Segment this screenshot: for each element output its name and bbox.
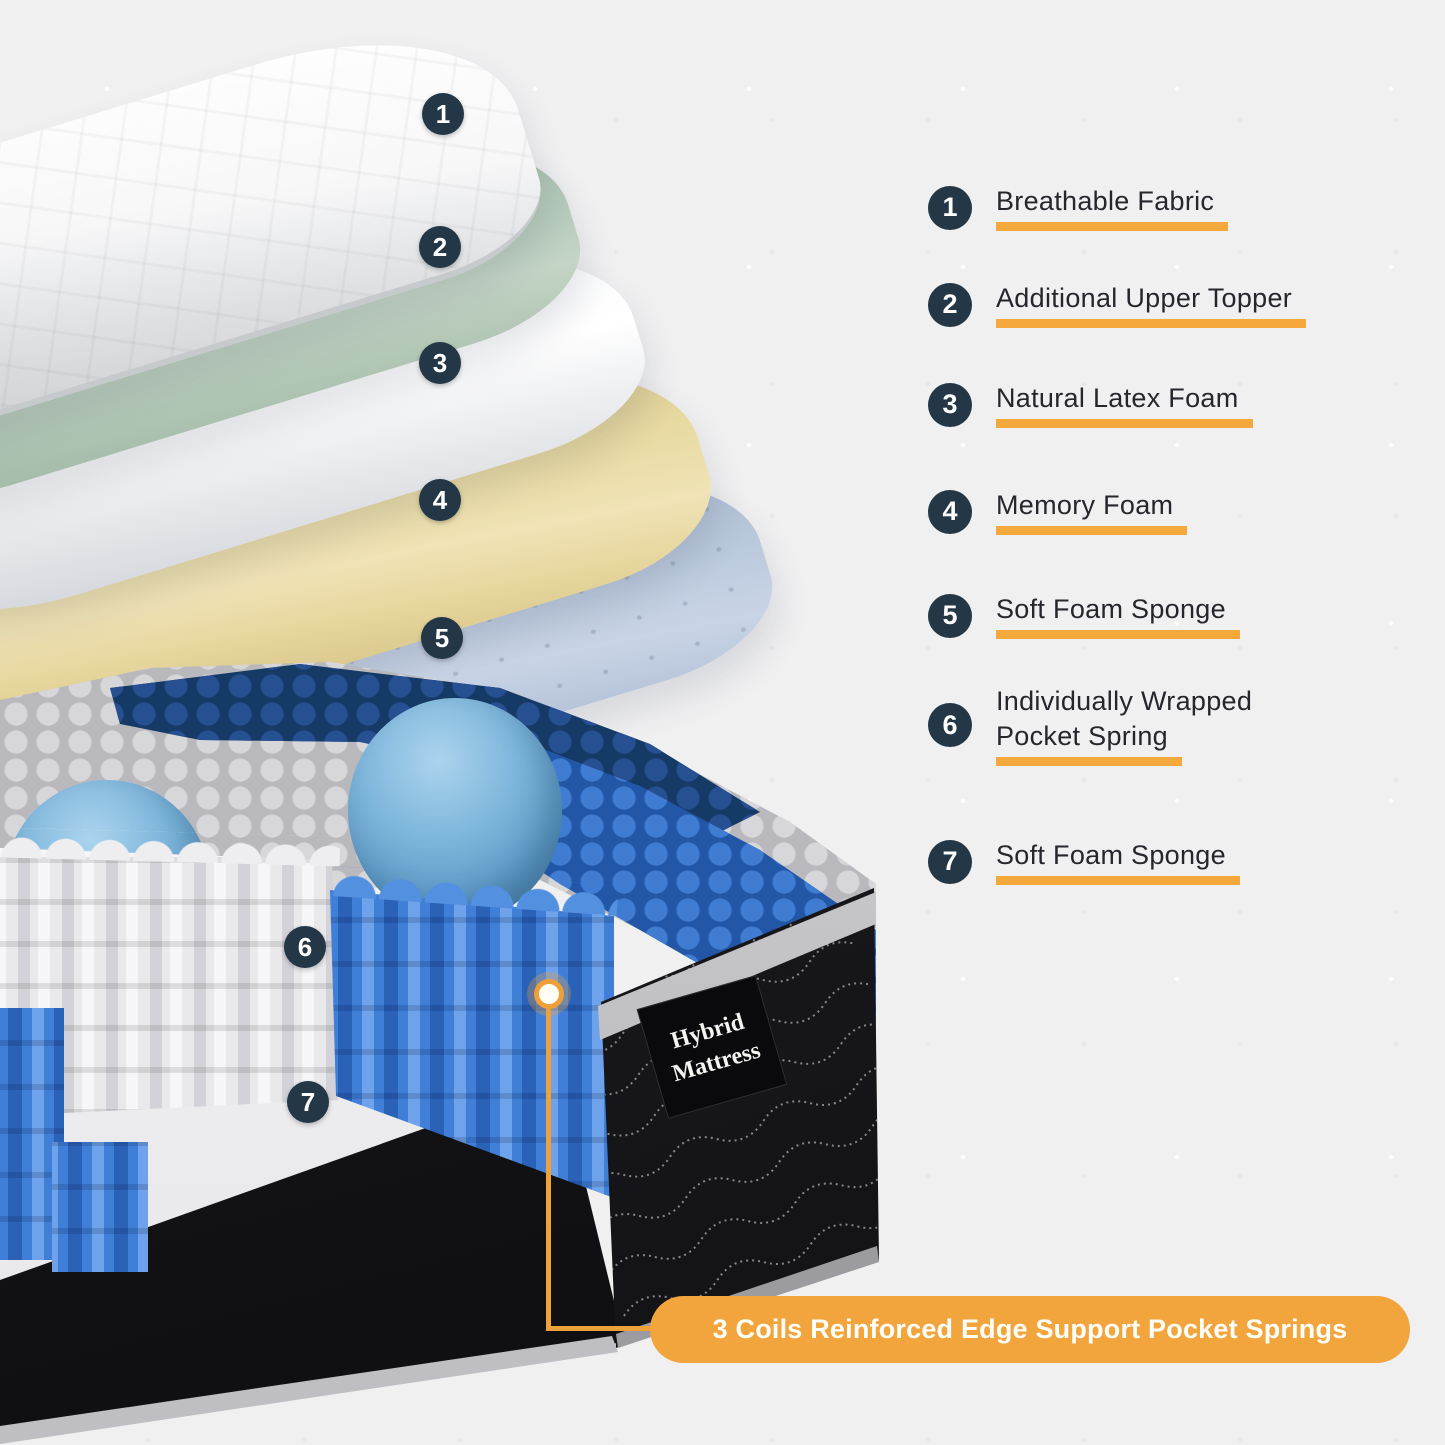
- diagram-marker-2: 2: [419, 226, 461, 268]
- legend-label-3: Natural Latex Foam: [996, 381, 1253, 429]
- legend-item-soft-foam-sponge-bottom: 7 Soft Foam Sponge: [928, 838, 1240, 886]
- blue-corner-coils-low: [52, 1142, 148, 1272]
- diagram-marker-7: 7: [287, 1081, 329, 1123]
- callout-line-vertical: [546, 1008, 551, 1330]
- legend-label-6-line1: Individually Wrapped: [996, 686, 1253, 716]
- legend-item-pocket-spring: 6 Individually Wrapped Pocket Spring: [928, 684, 1253, 767]
- diagram-marker-6: 6: [284, 926, 326, 968]
- edge-support-banner: 3 Coils Reinforced Edge Support Pocket S…: [650, 1296, 1410, 1363]
- legend-number-5: 5: [928, 593, 972, 638]
- legend-label-6-line2: Pocket Spring: [996, 719, 1182, 767]
- legend-item-natural-latex-foam: 3 Natural Latex Foam: [928, 381, 1253, 429]
- legend-number-6: 6: [928, 703, 972, 748]
- callout-dot: [534, 979, 564, 1009]
- legend-number-4: 4: [928, 489, 972, 534]
- legend-item-additional-upper-topper: 2 Additional Upper Topper: [928, 281, 1307, 329]
- legend-label-1: Breathable Fabric: [996, 184, 1229, 232]
- diagram-marker-5: 5: [421, 617, 463, 659]
- callout-line-horizontal: [546, 1326, 658, 1331]
- legend-label-7: Soft Foam Sponge: [996, 838, 1240, 886]
- legend-number-7: 7: [928, 839, 972, 884]
- diagram-marker-3: 3: [419, 342, 461, 384]
- diagram-marker-4: 4: [419, 479, 461, 521]
- legend-item-breathable-fabric: 1 Breathable Fabric: [928, 184, 1229, 232]
- diagram-marker-1: 1: [422, 93, 464, 135]
- legend-item-soft-foam-sponge: 5 Soft Foam Sponge: [928, 592, 1240, 640]
- legend-label-5: Soft Foam Sponge: [996, 592, 1240, 640]
- legend-label-4: Memory Foam: [996, 488, 1188, 536]
- legend-number-1: 1: [928, 185, 972, 230]
- legend-label-2: Additional Upper Topper: [996, 281, 1307, 329]
- legend-number-2: 2: [928, 282, 972, 327]
- legend-item-memory-foam: 4 Memory Foam: [928, 488, 1188, 536]
- stitch-waves: [601, 888, 879, 1348]
- legend-number-3: 3: [928, 382, 972, 427]
